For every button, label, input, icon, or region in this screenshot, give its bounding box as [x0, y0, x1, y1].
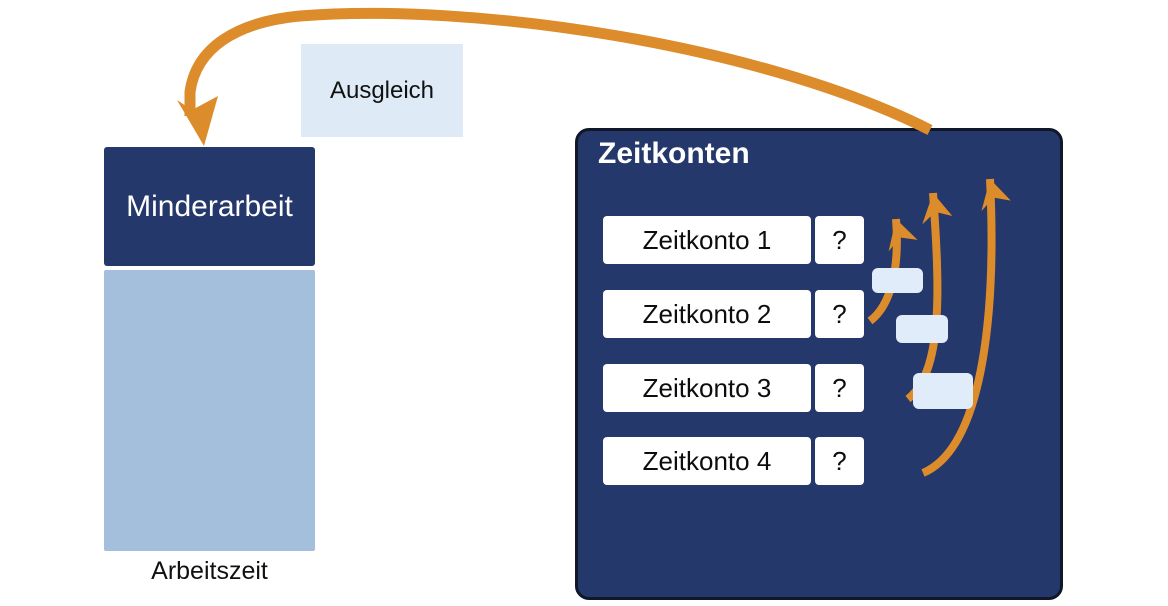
table-row: Zeitkonto 3 ?	[603, 364, 864, 412]
account-name-box: Zeitkonto 2	[603, 290, 811, 338]
account-name-box: Zeitkonto 3	[603, 364, 811, 412]
account-name-label: Zeitkonto 2	[642, 298, 772, 329]
minderarbeit-label: Minderarbeit	[126, 189, 293, 223]
zeitkonten-title: Zeitkonten	[598, 137, 750, 170]
account-value-box: ?	[815, 437, 864, 485]
account-value-box: ?	[815, 364, 864, 412]
account-value-box: ?	[815, 290, 864, 338]
ausgleich-callout: Ausgleich	[301, 44, 463, 137]
account-value-label: ?	[832, 372, 847, 403]
arbeitszeit-caption: Arbeitszeit	[151, 557, 268, 585]
arrow-head	[177, 96, 218, 146]
arbeitszeit-segment	[104, 270, 315, 551]
account-name-label: Zeitkonto 3	[642, 372, 772, 403]
account-value-label: ?	[832, 224, 847, 255]
table-row: Zeitkonto 2 ?	[603, 290, 864, 338]
chip-3	[913, 373, 973, 409]
ausgleich-label: Ausgleich	[329, 76, 435, 104]
account-name-box: Zeitkonto 1	[603, 216, 811, 264]
account-name-box: Zeitkonto 4	[603, 437, 811, 485]
minderarbeit-segment: Minderarbeit	[104, 147, 315, 266]
account-name-label: Zeitkonto 1	[642, 224, 772, 255]
zeitkonten-panel: Zeitkonten Zeitkonto 1 ? Zeitkonto 2 ? Z…	[575, 128, 1063, 600]
account-value-box: ?	[815, 216, 864, 264]
chip-2	[896, 315, 948, 343]
account-value-label: ?	[832, 445, 847, 476]
table-row: Zeitkonto 1 ?	[603, 216, 864, 264]
table-row: Zeitkonto 4 ?	[603, 437, 864, 485]
chip-1	[872, 268, 923, 293]
account-value-label: ?	[832, 298, 847, 329]
account-name-label: Zeitkonto 4	[642, 445, 772, 476]
